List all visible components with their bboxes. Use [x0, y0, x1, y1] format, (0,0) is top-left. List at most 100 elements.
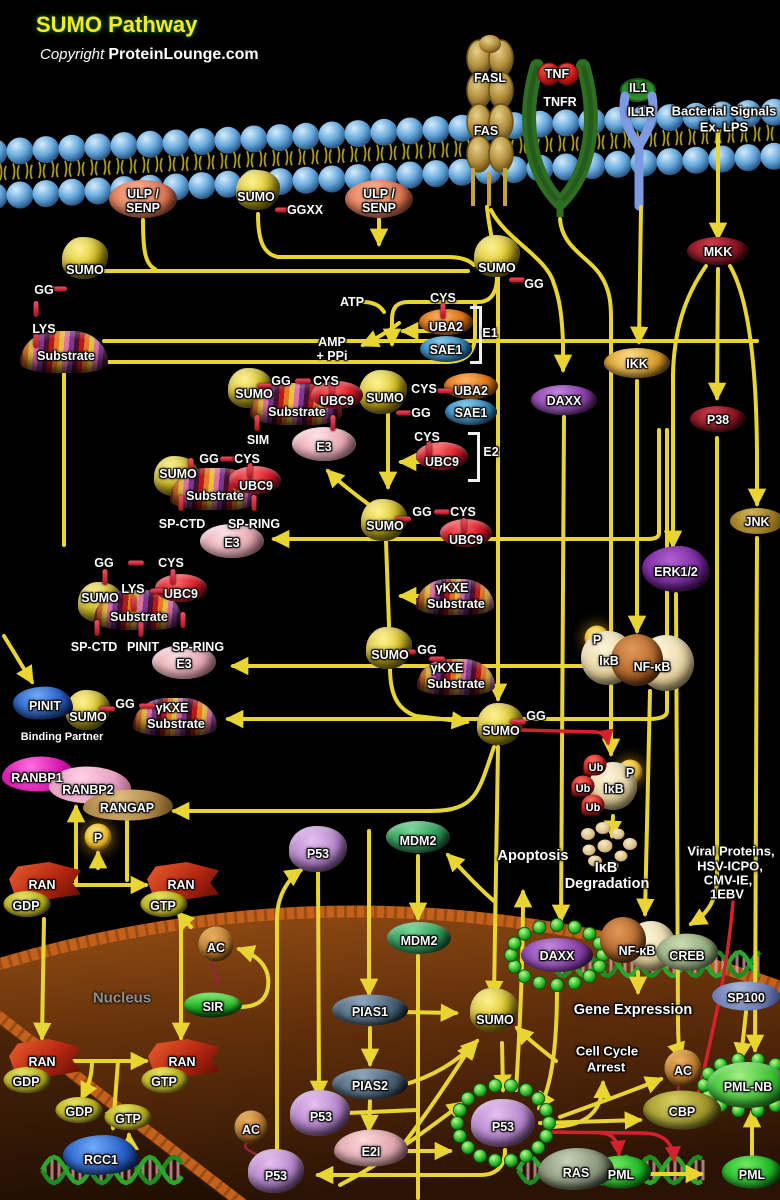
label-cys-2: CYS: [411, 382, 437, 396]
sub-shape-17: [417, 659, 495, 695]
label-sumo-top: SUMO: [237, 190, 275, 204]
label-p-1: P: [592, 633, 602, 647]
sumo-shape-8: [366, 627, 412, 669]
uba2-shape-25: [444, 373, 498, 399]
label-pinit-domain: PINIT: [127, 640, 159, 654]
label-uba2-2: UBA2: [453, 384, 489, 398]
label-bacterial-2: Ex. LPS: [699, 119, 749, 135]
pmlnbg-shape-68: [707, 1062, 780, 1108]
peptide-link-dash-8: [426, 441, 432, 457]
peptide-link-dash-13: [330, 415, 336, 431]
label-uba2-1: UBA2: [428, 320, 464, 334]
e2ib-shape-64: [334, 1129, 408, 1167]
label-e3-pinit: E3: [176, 657, 192, 671]
label-gg-lower: GG: [412, 505, 432, 519]
peptide-link-dash-6: [437, 388, 453, 394]
blub-shape-86: [13, 686, 73, 720]
label-sp100: SP100: [727, 991, 765, 1005]
label-ulp-senp-left-1: ULP /: [127, 187, 159, 201]
label-gene-expression: Gene Expression: [573, 1002, 693, 1018]
label-cys-e1: CYS: [430, 291, 456, 305]
label-il1: IL1: [628, 81, 648, 95]
label-substrate-ykxe-3: Substrate: [147, 717, 205, 731]
label-pias2: PIAS2: [351, 1079, 389, 1093]
peptide-link-dash-18: [251, 495, 257, 511]
label-e1: E1: [482, 326, 498, 340]
label-sim: SIM: [246, 433, 270, 447]
label-gg-left: GG: [34, 283, 54, 297]
label-ulp-senp-right-1: ULP /: [363, 187, 395, 201]
ulp-shape-31: [109, 180, 177, 218]
sumo-shape-3: [359, 370, 407, 414]
peptide-link-dash-5: [440, 303, 446, 319]
label-cys-pinit: CYS: [158, 556, 184, 570]
label-gg-ykxe: GG: [417, 643, 437, 657]
label-ikb-3: IκB: [594, 860, 618, 876]
label-sp-ring-2: SP-RING: [171, 640, 225, 654]
label-e3-sim: E3: [316, 440, 332, 454]
label-gg-pinit: GG: [94, 556, 114, 570]
label-cys-sim: CYS: [313, 374, 339, 388]
label-sp-ctd-1: SP-CTD: [158, 517, 206, 531]
label-sumo-partner: SUMO: [69, 710, 107, 724]
label-ran-2: RAN: [167, 878, 195, 892]
ubr-shape-51: [581, 794, 605, 816]
label-sumo-center: SUMO: [478, 261, 516, 275]
label-p53-nuc: P53: [309, 1110, 333, 1124]
peptide-link-dash-34: [139, 703, 155, 709]
peptide-link-dash-27: [94, 620, 100, 636]
label-jnk: JNK: [744, 515, 770, 529]
label-gg-spctd: GG: [199, 452, 219, 466]
label-gg-final: GG: [526, 709, 546, 723]
label-nfkb-1: NF-κB: [633, 660, 671, 674]
peptide-link-dash-29: [138, 621, 144, 637]
label-p53-cyto: P53: [306, 847, 330, 861]
peptide-link-dash-28: [180, 612, 186, 628]
label-e2i: E2I: [361, 1145, 381, 1159]
label-tnfr: TNFR: [543, 95, 577, 109]
label-binding-partner: Binding Partner: [20, 731, 104, 743]
label-substrate-left: Substrate: [37, 349, 95, 363]
label-gtp-3: GTP: [115, 1112, 141, 1126]
peptide-link-dash-21: [461, 518, 467, 534]
p53p-shape-58: [471, 1099, 535, 1147]
label-ubc9-spctd: UBC9: [238, 479, 274, 493]
ubc9-shape-20: [229, 466, 281, 494]
label-sumo-spctd: SUMO: [159, 467, 197, 481]
label-ikb-2: IκB: [604, 782, 624, 796]
label-ikk: IKK: [626, 357, 648, 371]
sae1-shape-26: [420, 336, 472, 362]
label-cys-e2: CYS: [414, 430, 440, 444]
label-ubc9-pinit: UBC9: [163, 587, 199, 601]
label-ub-3: Ub: [585, 802, 601, 814]
copyright-prefix: Copyright: [40, 46, 109, 63]
label-rangap: RANGAP: [99, 801, 155, 815]
peptide-link-dash-24: [150, 588, 166, 594]
peptide-link-dash-17: [178, 495, 184, 511]
label-ubc9-lower: UBC9: [448, 533, 484, 547]
label-apoptosis: Apoptosis: [497, 848, 569, 864]
ubr-shape-49: [583, 754, 607, 776]
peptide-link-dash-30: [400, 649, 416, 655]
label-sumo-final: SUMO: [482, 724, 520, 738]
label-gtp-2: GTP: [151, 1075, 177, 1089]
ubc9-shape-23: [155, 574, 207, 602]
e3p-shape-29: [200, 524, 264, 558]
ubr-shape-50: [571, 775, 595, 797]
peptide-link-dash-11: [329, 383, 335, 399]
label-sumo-pinit: SUMO: [81, 591, 119, 605]
label-cys-lower: CYS: [450, 505, 476, 519]
shard-shape-95: [605, 860, 619, 872]
nfbr-shape-48: [600, 917, 646, 963]
label-ulp-senp-right-2: SENP: [361, 201, 397, 215]
sumo-shape-2: [474, 235, 520, 277]
peptide-link-dash-32: [510, 719, 526, 725]
peptide-link-dash-33: [99, 706, 115, 712]
label-nfkb-2: NF-κB: [618, 944, 656, 958]
label-ikb-1: IκB: [599, 654, 619, 668]
label-bacterial-1: Bacterial Signals: [671, 103, 777, 119]
label-ras: RAS: [562, 1166, 590, 1180]
label-ac-2: AC: [673, 1064, 693, 1078]
label-substrate-spctd: Substrate: [186, 489, 244, 503]
